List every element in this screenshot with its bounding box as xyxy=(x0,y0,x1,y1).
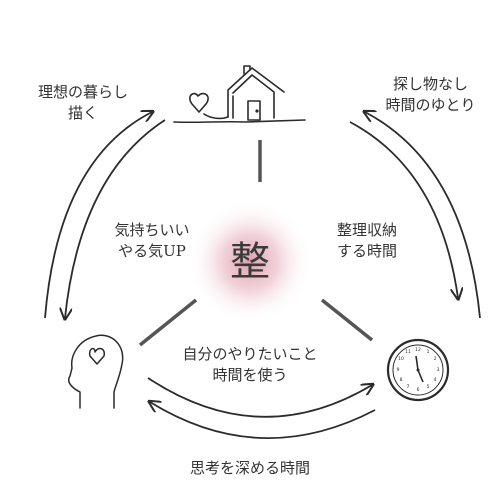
label-inner-bottom-line1: 自分のやりたいこと xyxy=(182,345,318,363)
center-character: 整 xyxy=(230,239,270,285)
label-top-left-line2: 描く xyxy=(67,104,98,122)
label-top-right-line2: 時間のゆとり xyxy=(385,96,476,114)
arrow-right-to-top xyxy=(365,112,481,319)
label-inner-left-line2: やる気UP xyxy=(118,242,186,260)
label-inner-right-line2: する時間 xyxy=(336,242,397,260)
spoke-left xyxy=(138,298,198,347)
svg-text:9: 9 xyxy=(397,367,400,373)
svg-text:3: 3 xyxy=(437,367,440,373)
arrow-top-to-right xyxy=(349,121,458,298)
house-with-heart-icon xyxy=(173,65,306,124)
label-bottom: 思考を深める時間 xyxy=(189,459,310,477)
center-glow xyxy=(188,200,312,324)
svg-text:5: 5 xyxy=(427,384,430,390)
svg-text:11: 11 xyxy=(405,349,411,355)
arrow-left-to-right xyxy=(147,377,372,418)
svg-text:7: 7 xyxy=(407,384,410,390)
spoke-right xyxy=(320,298,374,342)
label-inner-right-line1: 整理収納 xyxy=(336,221,397,239)
arrow-top-to-left xyxy=(65,119,166,318)
svg-text:8: 8 xyxy=(400,377,403,383)
svg-text:12: 12 xyxy=(415,347,421,353)
svg-text:4: 4 xyxy=(434,377,437,383)
label-top-left: 理想の暮らし 描く xyxy=(18,82,148,124)
label-top-right: 探し物なし 時間のゆとり xyxy=(368,74,493,116)
label-inner-left: 気持ちいい やる気UP xyxy=(92,220,212,262)
label-inner-left-line1: 気持ちいい xyxy=(114,221,190,239)
svg-text:10: 10 xyxy=(398,356,404,362)
head-with-heart-icon xyxy=(68,334,124,409)
label-inner-bottom-line2: 時間を使う xyxy=(212,366,288,384)
label-inner-bottom: 自分のやりたいこと 時間を使う xyxy=(170,344,330,386)
svg-text:6: 6 xyxy=(417,387,420,393)
svg-text:2: 2 xyxy=(434,356,437,362)
arrow-left-to-top xyxy=(44,112,152,319)
svg-text:1: 1 xyxy=(427,349,430,355)
wall-clock-icon: 12 1 2 3 4 5 6 7 8 9 10 11 xyxy=(386,338,450,402)
label-top-left-line1: 理想の暮らし xyxy=(37,83,128,101)
arrow-right-to-left xyxy=(150,402,376,439)
label-inner-right: 整理収納 する時間 xyxy=(312,220,422,262)
label-top-right-line1: 探し物なし xyxy=(392,75,468,93)
